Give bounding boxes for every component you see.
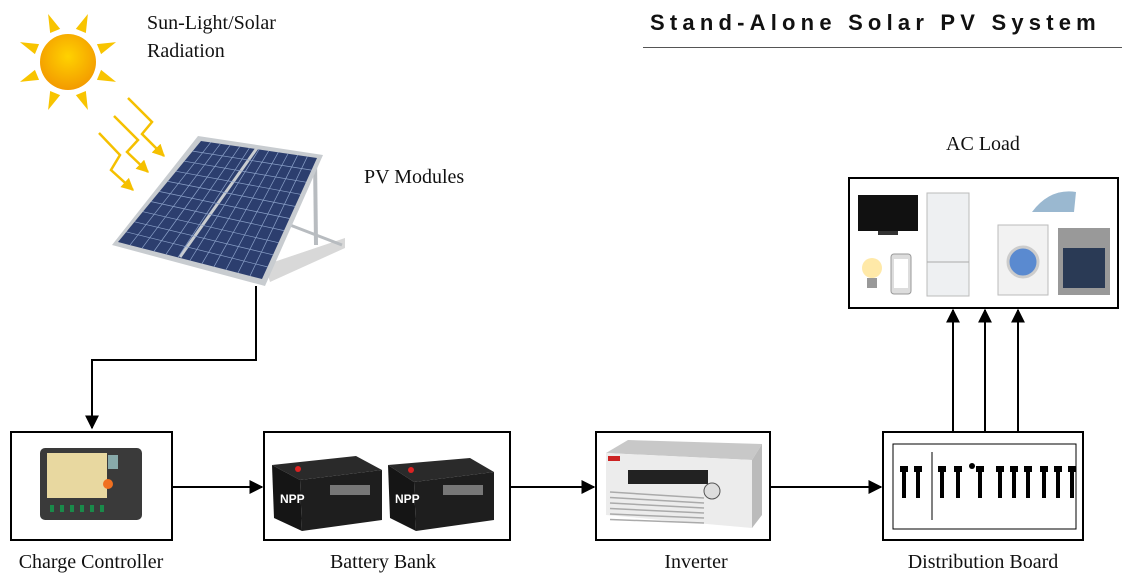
breaker-switch <box>1040 466 1048 472</box>
battery-brand-mark: NPP <box>395 492 420 506</box>
sun-label-line1: Sun-Light/Solar <box>147 12 276 34</box>
charge-controller-box <box>10 431 173 541</box>
battery-bank-label: Battery Bank <box>329 551 437 573</box>
fridge-icon <box>926 192 970 297</box>
bulb-icon <box>862 258 882 288</box>
battery-bank-box: NPP NPP <box>263 431 511 541</box>
stove-icon <box>1058 228 1110 295</box>
sun-ray <box>75 13 88 34</box>
breaker-switch <box>1068 466 1076 472</box>
breaker-switch <box>954 466 962 472</box>
pv-to-controller-line <box>85 286 257 430</box>
ac-load-label: AC Load <box>946 133 1020 155</box>
sun-ray <box>48 13 61 34</box>
breaker-switch <box>996 466 1004 472</box>
washing-machine-icon <box>997 224 1049 296</box>
breaker-switch <box>938 466 946 472</box>
sun-icon <box>19 13 117 111</box>
distribution-board-box <box>882 431 1084 541</box>
sun-ray <box>96 42 117 55</box>
charge-controller-label: Charge Controller <box>18 551 164 573</box>
sun-ray <box>75 90 88 111</box>
breaker-switch <box>1054 466 1062 472</box>
inverter-label: Inverter <box>664 551 728 573</box>
distribution-board-label: Distribution Board <box>907 551 1059 573</box>
phone-icon <box>890 253 912 295</box>
pv-modules-label: PV Modules <box>364 166 465 188</box>
sun-ray <box>48 90 61 111</box>
sun-rays-arrows <box>98 97 165 191</box>
diagram-title: Stand-Alone Solar PV System <box>650 10 1101 35</box>
pv-modules-image <box>112 136 345 286</box>
battery-brand-mark: NPP <box>280 492 305 506</box>
title-underline <box>643 47 1122 48</box>
breaker-switch <box>1024 466 1032 472</box>
sun-label-line2: Radiation <box>147 40 225 62</box>
breaker-switch <box>1010 466 1018 472</box>
iron-icon <box>1032 191 1076 212</box>
tv-icon <box>858 195 918 235</box>
sun-ray <box>96 69 117 82</box>
ac-load-box <box>848 177 1119 309</box>
breaker-switch <box>900 466 908 472</box>
breaker-switch <box>914 466 922 472</box>
sun-ray <box>19 42 40 55</box>
sun-ray <box>19 69 40 82</box>
breaker-switch <box>976 466 984 472</box>
inverter-box <box>595 431 771 541</box>
